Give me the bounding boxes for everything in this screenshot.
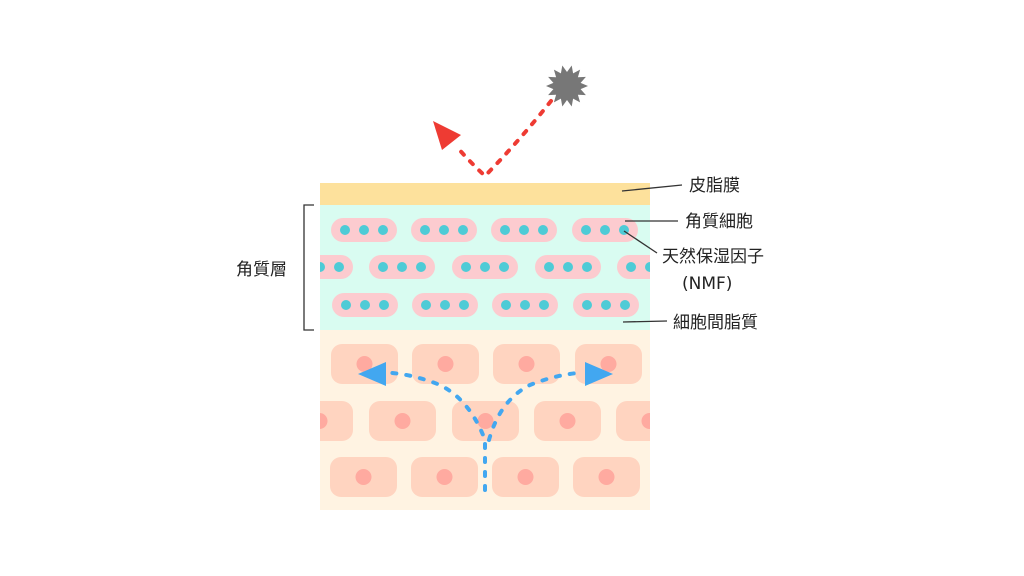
nmf-dot — [501, 300, 511, 310]
nmf-dot — [416, 262, 426, 272]
nmf-dot — [359, 225, 369, 235]
nmf-dot — [439, 225, 449, 235]
cell-nucleus — [559, 413, 576, 429]
nmf-dot — [320, 262, 325, 272]
nmf-dot — [459, 300, 469, 310]
cell-nucleus — [477, 413, 494, 429]
nmf-dot — [461, 262, 471, 272]
nmf-dot — [397, 262, 407, 272]
lipid-leader — [622, 320, 668, 323]
nmf-dot — [539, 300, 549, 310]
sebum-layer — [320, 183, 650, 205]
cell-nucleus — [356, 356, 373, 372]
nmf-dot — [420, 225, 430, 235]
nmf-dot — [519, 225, 529, 235]
nmf-dot — [500, 225, 510, 235]
label-intercellular-lipid: 細胞間脂質 — [673, 313, 758, 333]
nmf-dot — [601, 300, 611, 310]
blue-arrow-left-icon — [358, 362, 386, 386]
nmf-dot — [440, 300, 450, 310]
reflected-uv-path — [454, 99, 553, 179]
epidermal-cell — [320, 401, 353, 441]
epidermal-cell — [616, 401, 650, 441]
moisture-paths — [390, 371, 580, 492]
cell-nucleus — [598, 469, 615, 485]
label-nmf-abbr: (NMF) — [682, 274, 732, 294]
nmf-dot — [620, 300, 630, 310]
sebum-leader — [621, 184, 683, 192]
cell-nucleus — [436, 469, 453, 485]
nmf-dot — [538, 225, 548, 235]
nmf-dot — [645, 262, 650, 272]
nmf-dot — [360, 300, 370, 310]
red-arrow-head-icon — [433, 121, 461, 150]
nmf-dot — [582, 300, 592, 310]
nmf-dot — [378, 225, 388, 235]
label-corneocyte: 角質細胞 — [685, 212, 753, 232]
cell-nucleus — [394, 413, 411, 429]
nmf-dot — [480, 262, 490, 272]
cell-nucleus — [355, 469, 372, 485]
stratum-corneum-bracket — [303, 204, 314, 331]
cell-nucleus — [518, 356, 535, 372]
nmf-dot — [379, 300, 389, 310]
nmf-dot — [458, 225, 468, 235]
nmf-dot — [340, 225, 350, 235]
cell-nucleus — [641, 413, 650, 429]
label-stratum-corneum: 角質層 — [236, 260, 287, 280]
nmf-dot — [600, 225, 610, 235]
nmf-dot — [626, 262, 636, 272]
cell-nucleus — [320, 413, 328, 429]
nmf-dot — [581, 225, 591, 235]
blue-arrow-right-icon — [585, 362, 613, 386]
nmf-leader — [623, 230, 658, 254]
label-sebum: 皮脂膜 — [689, 176, 740, 196]
nmf-dot — [563, 262, 573, 272]
nmf-dot — [334, 262, 344, 272]
nmf-dot — [520, 300, 530, 310]
nmf-dot — [378, 262, 388, 272]
uv-sun-icon — [546, 65, 588, 107]
nmf-dot — [582, 262, 592, 272]
nmf-dot — [421, 300, 431, 310]
label-nmf: 天然保湿因子 — [662, 247, 764, 267]
cell-nucleus — [600, 356, 617, 372]
cell-nucleus — [437, 356, 454, 372]
nmf-dot — [499, 262, 509, 272]
nmf-dot — [544, 262, 554, 272]
cell-nucleus — [517, 469, 534, 485]
nmf-dot — [341, 300, 351, 310]
